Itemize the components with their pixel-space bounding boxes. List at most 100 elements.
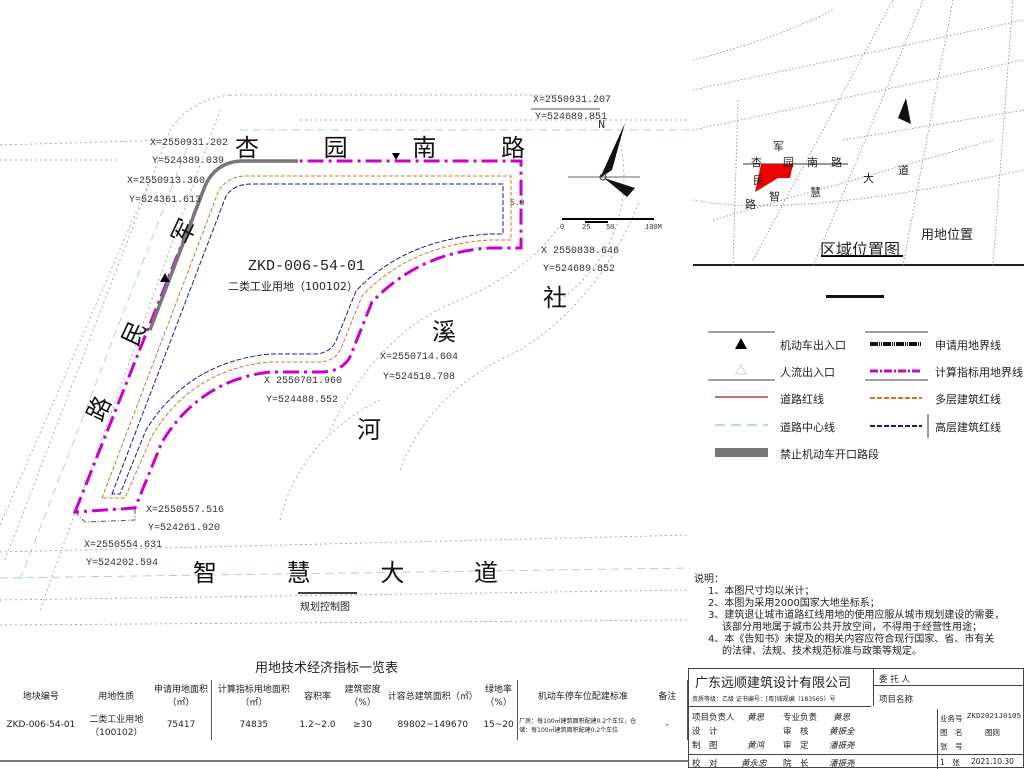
note-item: 该部分用地属于城市公共开放空间，不得用于经营性用途； — [722, 622, 982, 633]
staff-name: 潘振尧 — [829, 759, 855, 769]
legend: 机动车出入口 申请用地界线 人流出入口 计算指标用地界线 道路红线 多层建筑红线… — [700, 330, 1024, 461]
table-header: 计容总建筑面积（㎡） — [387, 691, 478, 702]
staff-role: 项目负责人 — [692, 713, 735, 723]
road-char: 慧 — [286, 559, 311, 587]
road-char: 杏 — [235, 134, 259, 162]
table-header: 机动车停车位配建标准 — [517, 680, 648, 710]
staff-name: 黄思 — [833, 713, 851, 723]
staff-role: 制 图 — [692, 741, 718, 751]
table-cell: 75417 — [166, 720, 196, 730]
coord-y: Y=524202.594 — [86, 558, 159, 569]
location-map-title: 区域位置图 — [820, 240, 901, 259]
staff-role: 设 计 — [692, 727, 718, 737]
coord-y: Y=524510.708 — [383, 372, 456, 383]
table-header: 备注 — [647, 680, 688, 710]
coord-x: X 2550701.960 — [264, 376, 343, 387]
coord-x: X=2550714.604 — [380, 352, 459, 363]
vehicle-entrance-icon — [735, 338, 747, 349]
staff-name: 黄鸿 — [747, 741, 765, 751]
scale-tick: 100M — [645, 224, 662, 232]
map-road-char: 南 — [807, 156, 818, 169]
legend-label: 道路中心线 — [780, 421, 835, 434]
staff-role: 专业负责 — [783, 713, 818, 723]
map-road-char: 园 — [783, 156, 794, 169]
legend-label: 高层建筑红线 — [935, 421, 1001, 434]
river-char: 社 — [543, 284, 567, 312]
river-char: 溪 — [432, 318, 456, 346]
map-road-char: 杏 — [751, 156, 762, 169]
note-item: 1、本图尺寸均以米计； — [708, 586, 815, 597]
map-road-char: 民 — [753, 174, 764, 187]
map-road-char: 军 — [773, 140, 784, 153]
road-char: 路 — [500, 134, 525, 162]
map-road-char: 慧 — [810, 186, 821, 199]
staff-role: 校 对 — [692, 759, 718, 769]
pedestrian-entrance-icon — [735, 363, 747, 375]
table-cell: ≥30 — [353, 720, 373, 730]
divider — [826, 295, 884, 298]
coord-y: Y=524389.039 — [152, 156, 225, 167]
road-char: 智 — [193, 559, 217, 587]
note-item: 4、本《告知书》未提及的相关内容应符合现行国家、省、市有关 — [708, 634, 995, 645]
legend-label: 申请用地界线 — [935, 339, 1001, 352]
staff-name: 黄永忠 — [741, 759, 767, 769]
table-header: 建筑密度（%） — [344, 685, 381, 708]
indicator-table: 地块编号 用地性质 申请用地面积（㎡） 计算指标用地面积（㎡） 容积率 建筑密度… — [0, 680, 688, 740]
coord-x: X=2550554.631 — [84, 540, 163, 551]
staff-role: 审 核 — [783, 727, 809, 737]
building-line-high — [111, 183, 504, 495]
table-cell: - — [647, 710, 688, 740]
map-road-char: 路 — [745, 198, 756, 211]
staff-role: 审 定 — [783, 741, 809, 751]
table-cell: 89802~149670 — [397, 720, 469, 730]
info-label: 1 张 — [940, 758, 960, 767]
scale-bar — [562, 218, 654, 223]
site-location-label: 用地位置 — [921, 228, 974, 243]
coord-x: X=2550913.360 — [127, 176, 206, 187]
table-cell: 15~20 — [483, 720, 514, 730]
coord-y: Y=524689.852 — [543, 264, 616, 275]
table-row: ZKD-006-54-01 二类工业用地（100102） 75417 74835… — [0, 710, 688, 740]
note-item: 3、建筑退让城市道路红线用地的使用应服从城市规划建设的需要， — [708, 610, 1005, 621]
table-cell: 74835 — [211, 710, 296, 740]
table-header: 地块编号 — [22, 691, 59, 702]
staff-role: 院 长 — [783, 759, 809, 769]
legend-label: 禁止机动车开口路段 — [780, 448, 879, 461]
company-name: 广东远顺建筑设计有限公司 — [695, 676, 852, 691]
table-header-row: 地块编号 用地性质 申请用地面积（㎡） 计算指标用地面积（㎡） 容积率 建筑密度… — [0, 680, 688, 710]
table-header: 用地性质 — [98, 691, 135, 702]
table-title: 用地技术经济指标一览表 — [255, 661, 399, 676]
notes: 说明： 1、本图尺寸均以米计； 2、本图为采用2000国家大地坐标系； 3、建筑… — [694, 574, 1004, 658]
legend-label: 人流出入口 — [780, 366, 835, 379]
scale-tick: 0 — [560, 224, 565, 232]
legend-label: 多层建筑红线 — [935, 393, 1001, 406]
road-char: 南 — [412, 134, 437, 162]
location-map-streets — [693, 0, 1024, 266]
note-item: 的法律、法规、技术规范标准与政策等规定。 — [722, 646, 922, 657]
scale-tick: 25 — [582, 224, 591, 232]
setback-dimension: 5.0 — [510, 199, 525, 208]
table-header: 计算指标用地面积（㎡） — [211, 680, 296, 710]
info-label: 张 号 — [940, 742, 963, 751]
no-vehicle-segment-icon — [715, 448, 768, 457]
title-block: 广东远顺建筑设计有限公司 资质等级：乙级 证书编号：[粤]城规编（183565）… — [688, 668, 1024, 769]
north-arrow-icon — [898, 98, 911, 124]
coord-x: X=2550931.207 — [533, 95, 612, 106]
coord-x: X=2550557.516 — [146, 505, 225, 516]
info-label: 图 名 — [940, 728, 963, 737]
table-cell: 二类工业用地（100102） — [89, 715, 144, 738]
building-line-multi — [101, 175, 512, 499]
site-plan-drawing — [0, 94, 690, 626]
table-header: 绿地率（%） — [485, 685, 513, 708]
staff-name: 黄振全 — [829, 727, 855, 737]
road-char: 大 — [380, 559, 405, 587]
coord-y: Y=524689.851 — [535, 112, 608, 123]
map-road-char: 大 — [863, 172, 874, 185]
note-item: 2、本图为采用2000国家大地坐标系； — [708, 598, 880, 609]
north-label: N — [598, 118, 606, 132]
info-value: 2021.10.30 — [971, 757, 1014, 766]
divider — [0, 760, 688, 762]
drawing-caption: 规划控制图 — [300, 602, 350, 613]
north-arrow-icon — [568, 123, 640, 197]
table-cell: 厂房：每100㎡建筑面积配建0.2个车位，仓储：每100㎡建筑面积配建0.2个车… — [517, 710, 648, 740]
